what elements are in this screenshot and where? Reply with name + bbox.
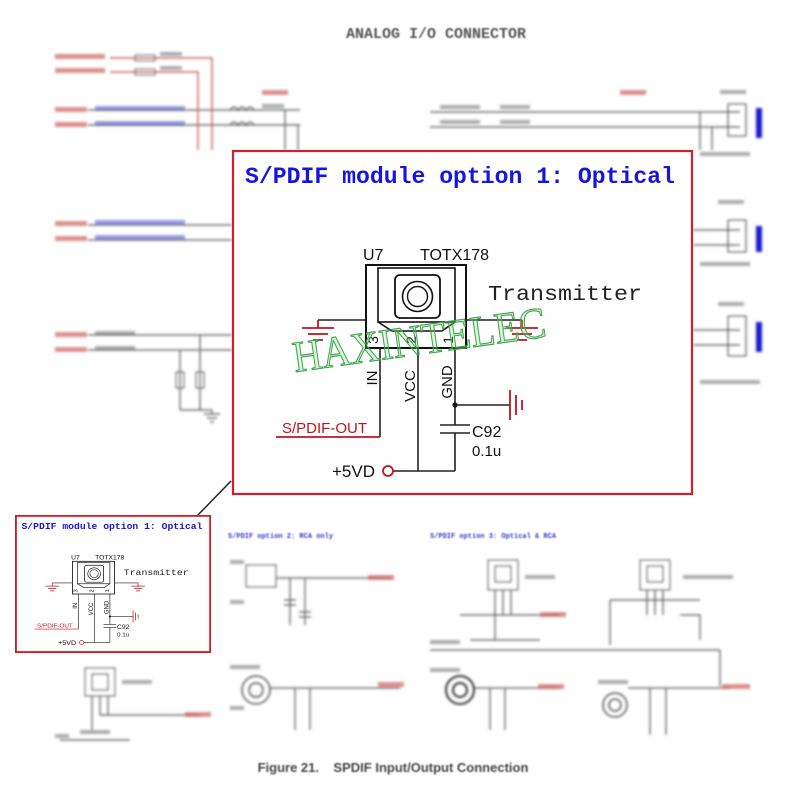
component-ref: U7 (363, 247, 384, 264)
thumbnail-panel (15, 515, 211, 653)
pin-label-in: IN (364, 371, 381, 386)
pin-label-vcc: VCC (402, 370, 419, 402)
option3-label: S/PDIF option 3: Optical & RCA (430, 533, 557, 541)
panel-title: S/PDIF module option 1: Optical (245, 164, 675, 190)
pin-number-1: 1 (440, 336, 456, 344)
ground-icon-right (466, 319, 538, 341)
capacitor-ref: C92 (472, 424, 501, 441)
pin-number-3: 3 (365, 336, 381, 344)
net-label-spdif-out: S/PDIF-OUT (282, 420, 367, 437)
capacitor-value: 0.1u (472, 443, 501, 460)
page-title: ANALOG I/O CONNECTOR (346, 26, 526, 43)
pin-number-2: 2 (403, 336, 419, 344)
function-label: Transmitter (488, 284, 642, 307)
thumbnail-schematic (15, 515, 211, 652)
power-label: +5VD (332, 462, 375, 481)
optical-module-body (365, 264, 467, 349)
option2-label: S/PDIF option 2: RCA only (228, 533, 334, 541)
zoom-connector-line (196, 480, 232, 517)
capacitor-icon (440, 424, 470, 471)
junction-dot (452, 402, 458, 408)
ground-icon-left (302, 319, 366, 341)
component-part: TOTX178 (420, 247, 489, 264)
ground-icon-gnd (509, 390, 523, 420)
option1-schematic: S/PDIF module option 1: Optical U7 TOTX1… (231, 149, 694, 496)
power-terminal-icon (382, 465, 394, 477)
zoom-panel: S/PDIF module option 1: Optical U7 TOTX1… (231, 149, 694, 496)
optical-port-icon (401, 280, 434, 313)
pin-label-gnd: GND (439, 365, 456, 399)
figure-caption: Figure 21. SPDIF Input/Output Connection (258, 760, 529, 775)
background-schematic (55, 52, 762, 741)
